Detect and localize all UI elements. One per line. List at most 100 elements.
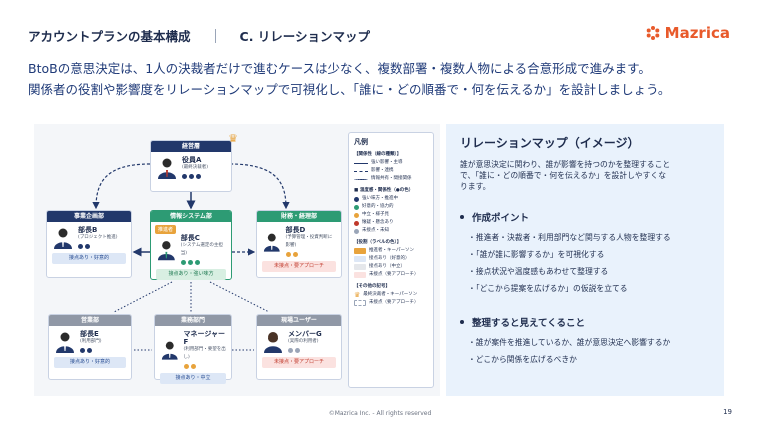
- legend-item: 懐疑・懸念あり: [354, 219, 428, 227]
- temperature-dots: [288, 348, 322, 353]
- node-role: 役員A: [182, 156, 202, 164]
- node-sub: (システム選定の主担当): [180, 243, 223, 256]
- bullet-icon: [460, 320, 464, 324]
- temperature-dots: [182, 174, 208, 179]
- node-role: 部長B: [78, 226, 98, 234]
- legend-item: 好意的・協力的: [354, 203, 428, 211]
- list-item: ・「どこから提案を広げるか」の仮説を立てる: [468, 284, 628, 293]
- diagram-legend: 凡例 【関係性（線の種類）】 強い影響・主導 影響・連携 情報共有・間接関係 ■…: [348, 132, 434, 388]
- temperature-dots: [285, 252, 336, 257]
- person-icon: [158, 158, 176, 179]
- panel-desc-3: ります。: [460, 182, 491, 191]
- crown-icon: ♛: [228, 132, 238, 145]
- node-dept-label: 経営層: [151, 141, 231, 152]
- list-item: ・推進者・決裁者・利用部門など関与する人物を整理する: [468, 233, 671, 242]
- node-sub: (プロジェクト推進): [78, 235, 118, 240]
- legend-section: 【関係性（線の種類）】: [354, 152, 402, 157]
- slide-title: アカウントプランの基本構成: [28, 29, 191, 44]
- legend-item: 中立・様子見: [354, 211, 428, 219]
- explanation-panel: リレーションマップ（イメージ） 誰が意思決定に関わり、誰が影響を持つのかを整理す…: [446, 124, 724, 396]
- node-role: メンバーG: [288, 330, 322, 338]
- temperature-dots: [80, 348, 102, 353]
- person-icon: [264, 331, 282, 353]
- node-sub: (実際の利用者): [288, 339, 319, 344]
- list-item: ・誰が案件を推進しているか、誰が意思決定へ影響するか: [468, 338, 671, 347]
- intro-line-1: BtoBの意思決定は、1人の決裁者だけで進むケースは少なく、複数部署・複数人物に…: [28, 61, 651, 76]
- node-dept-label: 財務・経理部: [257, 211, 341, 222]
- panel-desc-2: で、「誰に・どの順番で・何を伝えるか」を設計しやすくな: [460, 171, 666, 180]
- node-role: マネージャーF: [183, 330, 226, 346]
- slide-header: アカウントプランの基本構成 C. リレーションマップ: [28, 26, 370, 45]
- header-divider: [214, 28, 216, 43]
- node-role: 部長D: [285, 226, 306, 234]
- person-icon: [263, 233, 280, 252]
- crown-icon: ♛: [354, 291, 361, 299]
- temperature-dots: [78, 244, 118, 249]
- node-status-tag: 未接点・要アプローチ: [262, 261, 336, 272]
- node-field-user[interactable]: 現場ユーザー メンバーG (実際の利用者) 未接点・要アプローチ: [256, 314, 342, 380]
- legend-item: 接点あり（好意的）: [354, 255, 428, 263]
- legend-item: 情報共有・間接関係: [354, 175, 428, 183]
- node-operations[interactable]: 業務部門 マネージャーF (利用部門・要望を出し) 接点あり・中立: [154, 314, 232, 384]
- logo-text: Mazrica: [664, 24, 730, 42]
- page-number: 19: [723, 408, 732, 416]
- bullet-icon: [460, 215, 464, 219]
- section-heading: 作成ポイント: [460, 210, 710, 224]
- node-dept-label: 情報システム部: [151, 211, 231, 222]
- mazrica-mark-icon: [646, 26, 659, 40]
- legend-title: 凡例: [354, 138, 368, 146]
- person-icon: [157, 240, 175, 260]
- node-status-tag: 未接点・要アプローチ: [262, 357, 336, 368]
- node-finance[interactable]: 財務・経理部 部長D (予算管理・投資判断に影響) 未接点・要アプローチ: [256, 210, 342, 278]
- legend-item: 強い影響・主導: [354, 159, 428, 167]
- node-sales[interactable]: 営業部 部長E (利用部門) 接点あり・好意的: [48, 314, 132, 380]
- node-sub: (予算管理・投資判断に影響): [285, 235, 333, 248]
- section-title: C. リレーションマップ: [239, 29, 371, 44]
- company-logo: Mazrica: [645, 24, 730, 42]
- legend-item: 接点あり（中立）: [354, 263, 428, 271]
- node-role: 部長C: [180, 234, 200, 242]
- list-item: ・接点状況や温度感もあわせて整理する: [468, 267, 609, 276]
- temperature-dots: [180, 260, 226, 265]
- legend-section: ■ 温度感・関係性（●の色）: [354, 188, 414, 193]
- node-it-department[interactable]: 情報システム部 推進者 部長C (システム選定の主担当) 接点あり・強い味方: [150, 210, 232, 280]
- node-sub: (利用部門・要望を出し): [183, 347, 226, 360]
- legend-item: ♛最終決裁者・キーパーソン: [354, 291, 418, 299]
- node-dept-label: 業務部門: [155, 315, 231, 326]
- legend-item: 未接点・未知: [354, 227, 428, 235]
- intro-text: BtoBの意思決定は、1人の決裁者だけで進むケースは少なく、複数部署・複数人物に…: [28, 58, 670, 100]
- copyright: ©Mazrica Inc. - All rights reserved: [328, 410, 432, 417]
- temperature-dots: [183, 364, 226, 369]
- node-status-tag: 接点あり・好意的: [52, 253, 126, 264]
- legend-item: 推進者・キーパーソン: [354, 247, 428, 255]
- node-status-tag: 接点あり・好意的: [54, 357, 126, 368]
- legend-item: 未接点（要アプローチ）: [354, 299, 428, 307]
- node-sub: (最終決裁者): [182, 165, 209, 170]
- intro-line-2: 関係者の役割や影響度をリレーションマップで可視化し、「誰に・どの順番で・何を伝え…: [28, 82, 671, 97]
- node-status-tag: 接点あり・強い味方: [156, 269, 226, 280]
- panel-desc-1: 誰が意思決定に関わり、誰が影響を持つのかを整理すること: [460, 160, 671, 169]
- node-executive[interactable]: 経営層 ♛ 役員A (最終決裁者): [150, 132, 238, 192]
- relation-map-diagram: 経営層 ♛ 役員A (最終決裁者) 事業企画部 部長B (プロジェクト推進) 接…: [34, 124, 440, 396]
- node-planning[interactable]: 事業企画部 部長B (プロジェクト推進) 接点あり・好意的: [46, 210, 132, 278]
- node-dept-label: 現場ユーザー: [257, 315, 341, 326]
- legend-item: 影響・連携: [354, 167, 428, 175]
- legend-section: 【その他の記号】: [354, 284, 390, 289]
- node-sub: (利用部門): [80, 339, 102, 344]
- relation-links: [92, 163, 290, 351]
- section-heading: 整理すると見えてくること: [460, 315, 710, 329]
- legend-item: 未接点（要アプローチ）: [354, 271, 428, 279]
- person-icon: [56, 332, 74, 353]
- list-item: ・「誰が誰に影響するか」を可視化する: [468, 250, 605, 259]
- promoter-badge: 推進者: [155, 225, 177, 234]
- person-icon: [161, 341, 178, 360]
- legend-section: 【役割（ラベルの色）】: [354, 240, 402, 245]
- node-role: 部長E: [80, 330, 99, 338]
- node-dept-label: 事業企画部: [47, 211, 131, 222]
- legend-item: 強い味方・推進中: [354, 195, 428, 203]
- person-icon: [54, 228, 72, 249]
- panel-title: リレーションマップ（イメージ）: [460, 136, 640, 150]
- node-status-tag: 接点あり・中立: [160, 373, 226, 384]
- node-dept-label: 営業部: [49, 315, 131, 326]
- list-item: ・どこから関係を広げるべきか: [468, 355, 577, 364]
